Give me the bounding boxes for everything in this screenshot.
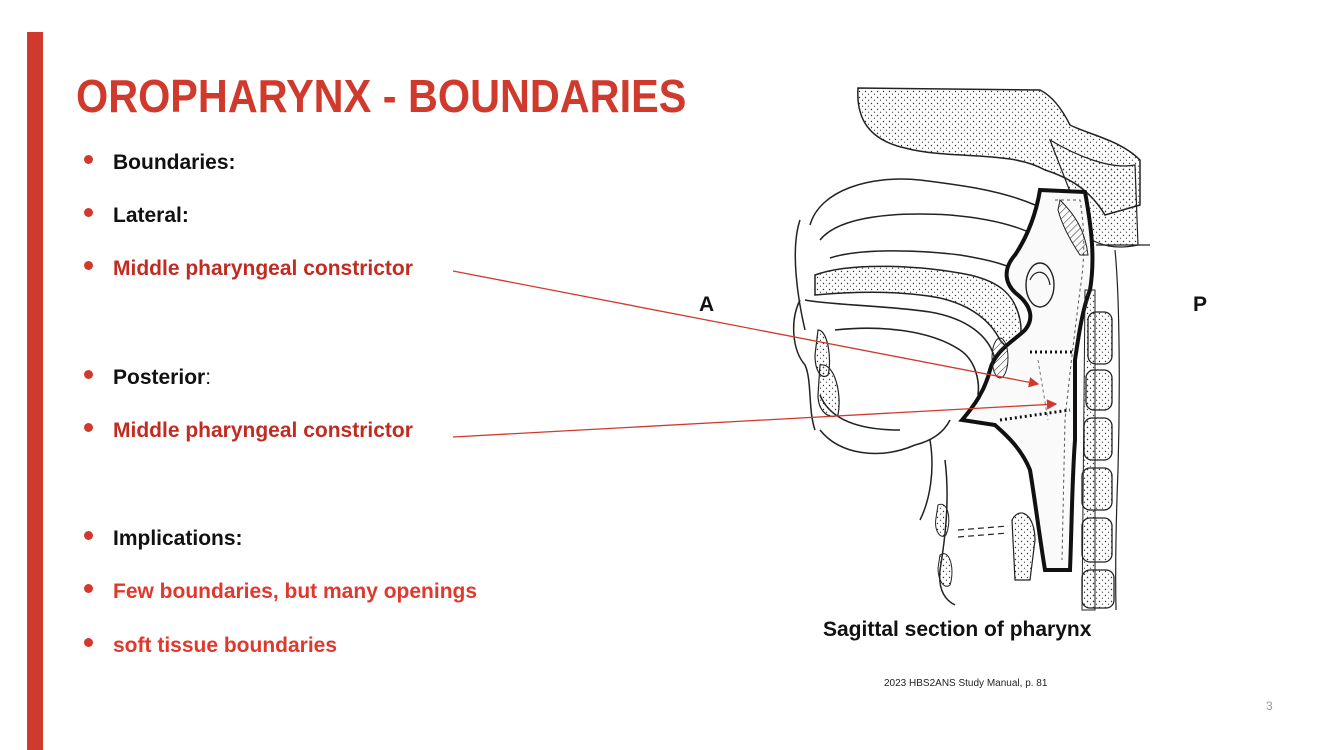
bullet-dot-icon	[84, 530, 93, 540]
posterior-label: P	[1193, 293, 1208, 316]
bullet-implications: Implications:	[84, 524, 243, 554]
figure-source: 2023 HBS2ANS Study Manual, p. 81	[884, 678, 1048, 689]
bullet-soft-tissue: soft tissue boundaries	[84, 631, 337, 661]
palate	[814, 265, 1022, 348]
bullet-posterior: Posterior:	[84, 363, 211, 393]
bullet-dot-icon	[84, 422, 93, 432]
bullet-openings: Few boundaries, but many openings	[84, 577, 477, 607]
skull-base	[857, 87, 1141, 248]
slide-title: OROPHARYNX - BOUNDARIES	[76, 70, 687, 122]
bullet-boundaries: Boundaries:	[84, 148, 236, 178]
figure-caption: Sagittal section of pharynx	[823, 618, 1092, 641]
bullet-dot-icon	[84, 369, 93, 379]
hyoid-and-larynx	[935, 503, 1036, 587]
bullet-posterior-constrictor: Middle pharyngeal constrictor	[84, 416, 413, 446]
bullet-text: Middle pharyngeal constrictor	[113, 257, 413, 280]
accent-bar	[27, 32, 43, 750]
bullet-text: Posterior	[113, 366, 206, 389]
bullet-dot-icon	[84, 583, 93, 593]
bullet-text: soft tissue boundaries	[113, 634, 338, 657]
bullet-dot-icon	[84, 637, 93, 647]
bullet-lateral-constrictor: Middle pharyngeal constrictor	[84, 254, 413, 284]
bullet-text: Middle pharyngeal constrictor	[113, 419, 413, 442]
lips-teeth	[792, 299, 840, 431]
bullet-dot-icon	[84, 260, 93, 270]
bullet-suffix: :	[205, 366, 212, 389]
pharyngeal-wall	[958, 187, 1095, 572]
bullet-lateral: Lateral:	[84, 201, 189, 231]
anterior-label: A	[699, 293, 715, 316]
page-number: 3	[1266, 699, 1273, 713]
bullet-text: Implications:	[113, 527, 243, 550]
bullet-list: Boundaries: Lateral: Middle pharyngeal c…	[84, 0, 604, 750]
bullet-text: Few boundaries, but many openings	[113, 580, 478, 603]
bullet-dot-icon	[84, 154, 93, 164]
bullet-dot-icon	[84, 207, 93, 217]
bullet-text: Lateral:	[113, 204, 189, 227]
arrow-lateral-constrictor	[452, 270, 1040, 388]
mandible	[819, 419, 956, 606]
bullet-text: Boundaries:	[113, 151, 236, 174]
nasal-turbinates	[794, 178, 1036, 331]
arrow-posterior-constrictor	[452, 399, 1058, 438]
vertebral-column	[1081, 244, 1150, 611]
